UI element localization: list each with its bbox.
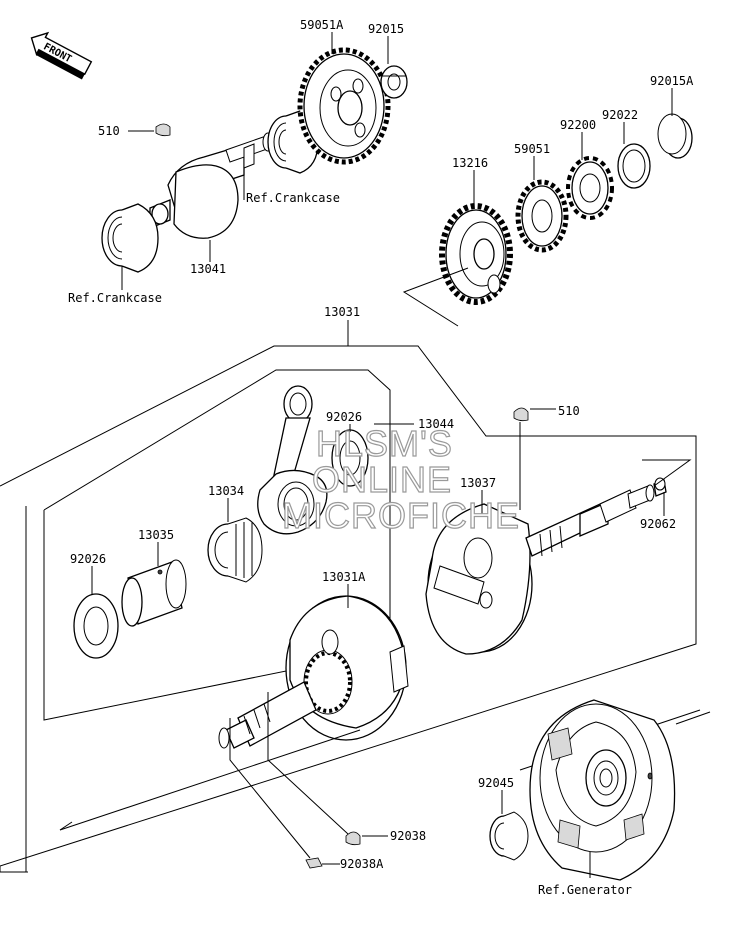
gear-13216 [439, 203, 513, 305]
front-arrow-icon: FRONT [30, 31, 93, 80]
needle-bearing-13034 [207, 517, 263, 583]
ref-crankcase-label-2: Ref.Crankcase [68, 291, 162, 305]
label-92200: 92200 [560, 118, 596, 132]
ref-crankcase-label-1: Ref.Crankcase [246, 191, 340, 205]
crankpin-13035 [121, 559, 187, 627]
thrust-washer-92026-top [331, 429, 369, 487]
watermark-line-2: ONLINE [312, 459, 452, 500]
label-13037: 13037 [460, 476, 496, 490]
key-92038a [305, 857, 323, 869]
label-92045: 92045 [478, 776, 514, 790]
watermark-line-3: MICROFICHE [282, 495, 520, 536]
thrust-washer-92026-left [73, 593, 119, 659]
label-13035: 13035 [138, 528, 174, 542]
label-92015: 92015 [368, 22, 404, 36]
label-510-top: 510 [98, 124, 120, 138]
label-59051: 59051 [514, 142, 550, 156]
label-92026-left: 92026 [70, 552, 106, 566]
washer-92022 [617, 143, 651, 189]
gear-59051a [297, 47, 391, 165]
label-13041: 13041 [190, 262, 226, 276]
label-59051a: 59051A [300, 18, 344, 32]
label-92022: 92022 [602, 108, 638, 122]
label-13031: 13031 [324, 305, 360, 319]
label-13034: 13034 [208, 484, 244, 498]
gear-59051 [515, 179, 569, 253]
balancer-shaft-13041 [149, 132, 274, 239]
crank-half-13031a [218, 595, 409, 749]
generator-rotor [529, 699, 676, 881]
label-13216: 13216 [452, 156, 488, 170]
woodruff-key-510-top [155, 123, 171, 137]
label-92038: 92038 [390, 829, 426, 843]
nut-92015 [380, 65, 408, 99]
label-13031a: 13031A [322, 570, 366, 584]
bearing-left [101, 203, 159, 273]
label-92026-top: 92026 [326, 410, 362, 424]
label-92015a: 92015A [650, 74, 694, 88]
label-13044: 13044 [418, 417, 454, 431]
ref-generator-label: Ref.Generator [538, 883, 632, 897]
label-92062: 92062 [640, 517, 676, 531]
lock-washer-92200 [566, 156, 614, 220]
watermark-line-1: HLSM'S [316, 423, 453, 464]
crank-half-13037 [425, 484, 655, 655]
label-92038a: 92038A [340, 857, 384, 871]
key-92038 [345, 831, 361, 846]
label-510-mid: 510 [558, 404, 580, 418]
plug-92062 [653, 477, 667, 497]
watermark: HLSM'S ONLINE MICROFICHE [281, 422, 520, 536]
bearing-92045 [489, 811, 529, 861]
connecting-rod-13044 [257, 385, 328, 535]
woodruff-key-510-mid [513, 407, 529, 422]
nut-92015a [657, 113, 693, 159]
